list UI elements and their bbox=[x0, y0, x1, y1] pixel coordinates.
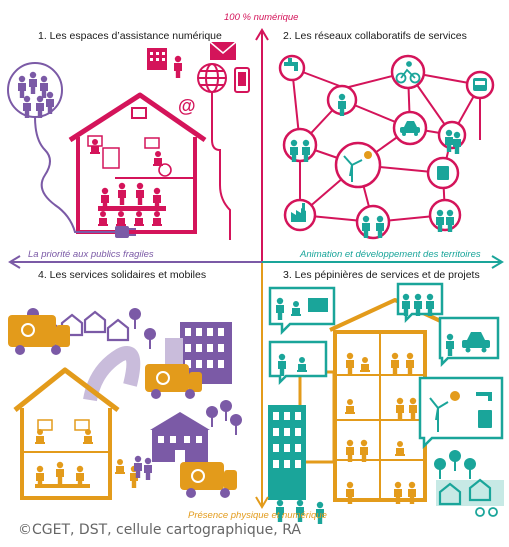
car-icon bbox=[462, 332, 490, 353]
tap-icon bbox=[284, 58, 298, 71]
tower-building bbox=[268, 405, 306, 500]
globe-icon bbox=[197, 63, 227, 93]
quadrant-1-illustration: @ bbox=[7, 41, 250, 240]
cyclist-icon bbox=[475, 507, 498, 517]
phone-icon bbox=[234, 67, 250, 93]
axis-label-left: La priorité aux publics fragiles bbox=[28, 249, 154, 260]
person-icon bbox=[174, 55, 182, 78]
at-sign-icon: @ bbox=[178, 96, 196, 116]
plug-icon bbox=[115, 226, 136, 238]
quadrant-title-1: 1. Les espaces d’assistance numérique bbox=[38, 30, 222, 42]
building-icon bbox=[147, 48, 167, 70]
car-icon bbox=[400, 121, 420, 136]
school-icon bbox=[150, 412, 210, 462]
wind-turbine-icon bbox=[429, 397, 449, 432]
recycle-icon bbox=[437, 166, 449, 180]
tap-icon bbox=[476, 392, 492, 401]
family-group bbox=[7, 62, 63, 118]
axis-label-bottom: Présence physique et numérique bbox=[188, 510, 327, 521]
van-icon bbox=[145, 364, 202, 399]
wheelchair-icon bbox=[158, 163, 172, 177]
recycle-icon bbox=[478, 410, 492, 428]
quadrant-title-4: 4. Les services solidaires et mobiles bbox=[38, 269, 207, 281]
sun-icon bbox=[364, 151, 372, 159]
mail-icon bbox=[209, 41, 237, 60]
van-icon bbox=[8, 315, 70, 355]
cyclist-icon bbox=[395, 61, 421, 84]
axes bbox=[8, 28, 504, 509]
quadrant-3-illustration bbox=[268, 282, 504, 524]
quadrant-title-2: 2. Les réseaux collaboratifs de services bbox=[283, 30, 467, 42]
axis-label-top: 100 % numérique bbox=[224, 12, 299, 23]
factory-icon bbox=[291, 203, 306, 222]
credit-text: ©CGET, DST, cellule cartographique, RA bbox=[18, 522, 301, 538]
van-icon bbox=[180, 462, 237, 498]
quadrant-4-illustration bbox=[8, 308, 242, 500]
quadrant-2-network bbox=[278, 54, 495, 240]
quadrant-title-3: 3. Les pépinières de services et de proj… bbox=[283, 269, 480, 281]
axis-label-right: Animation et développement des territoir… bbox=[300, 249, 481, 260]
sun-icon bbox=[450, 391, 460, 401]
wind-turbine-icon bbox=[343, 155, 363, 182]
bus-icon bbox=[473, 78, 487, 91]
